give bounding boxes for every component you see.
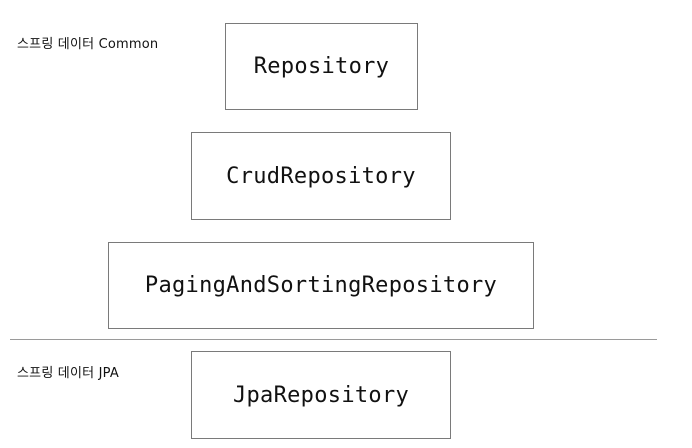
box-paging-and-sorting-repository: PagingAndSortingRepository [108,242,534,329]
section-label-jpa: 스프링 데이터 JPA [17,366,119,381]
section-label-common: 스프링 데이터 Common [17,37,159,52]
box-label-repository: Repository [253,54,390,79]
box-repository: Repository [225,23,418,110]
section-divider [10,339,657,340]
box-crud-repository: CrudRepository [191,132,451,220]
box-label-jpa-repository: JpaRepository [232,382,410,408]
box-label-paging-and-sorting-repository: PagingAndSortingRepository [144,273,498,298]
box-label-crud-repository: CrudRepository [226,163,416,189]
box-jpa-repository: JpaRepository [191,351,451,439]
